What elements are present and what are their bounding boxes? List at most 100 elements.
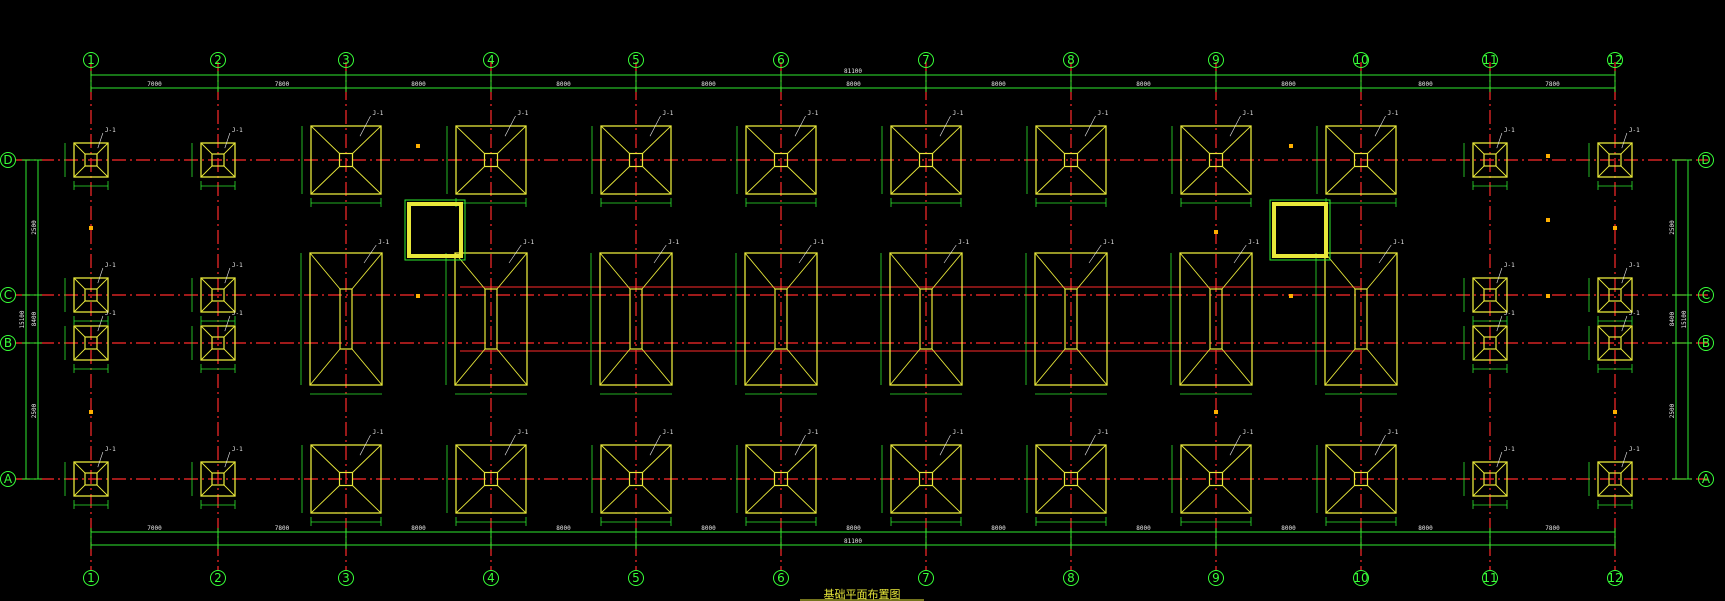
marker	[1214, 410, 1218, 414]
footing-outline	[1472, 142, 1508, 178]
footing-label: J-1	[232, 127, 243, 134]
marker	[1289, 144, 1293, 148]
footing-D10: J-1	[1316, 110, 1399, 207]
footing-slope-line	[1620, 348, 1633, 361]
footing-slope-line	[1597, 300, 1610, 313]
footing-D4: J-1	[446, 110, 529, 207]
footing-slope-line	[1179, 348, 1211, 386]
footing-label: J-1	[105, 127, 116, 134]
footing-slope-line	[1367, 125, 1397, 154]
column-section	[338, 152, 354, 168]
bottom-span-dim: 8000	[1136, 525, 1151, 532]
axis-bubble-5	[628, 570, 644, 586]
bottom-span-dim: 8000	[1418, 525, 1433, 532]
footing-label: J-1	[668, 239, 679, 246]
left-seg-dim: 2500	[31, 403, 38, 418]
left-total-dim: 15100	[19, 310, 26, 328]
footing-D3: J-1	[301, 110, 384, 207]
axis-number-2: 2	[214, 571, 222, 585]
axis-bubble-A	[1698, 471, 1714, 487]
footing-leader	[794, 434, 806, 456]
footing-A9: J-1	[1171, 429, 1254, 526]
footing-slope-line	[889, 348, 921, 386]
footing-slope-line	[496, 252, 528, 290]
footing-slope-line	[1472, 165, 1485, 178]
footing-outline	[600, 444, 672, 514]
footing-slope-line	[745, 166, 775, 195]
footing-leader	[653, 244, 667, 264]
column-section	[211, 472, 225, 486]
axis-bubble-2	[210, 52, 226, 68]
footing-slope-line	[1472, 277, 1485, 290]
footing-slope-line	[1495, 484, 1508, 497]
axis-letter-A: A	[4, 472, 13, 486]
footing-slope-line	[1620, 300, 1633, 313]
footing-slope-line	[352, 166, 382, 195]
axis-letter-A: A	[1702, 472, 1711, 486]
footing-slope-line	[497, 444, 527, 473]
axis-number-10: 10	[1353, 571, 1368, 585]
axis-number-5: 5	[632, 571, 640, 585]
footing-slope-line	[1222, 166, 1252, 195]
footing-slope-line	[787, 125, 817, 154]
footing-slope-line	[352, 485, 382, 514]
footing-outline	[310, 444, 382, 514]
top-span-dim: 8000	[991, 81, 1006, 88]
footing-D1: J-1	[64, 127, 116, 190]
footing-label: J-1	[105, 262, 116, 269]
axis-bubble-10	[1353, 570, 1369, 586]
footing-outline	[310, 125, 382, 195]
combined-footing-8: J-1	[1025, 239, 1114, 395]
footing-leader	[1621, 451, 1628, 468]
footing-slope-line	[1495, 142, 1508, 155]
footing-slope-line	[1077, 444, 1107, 473]
footing-slope-line	[1325, 485, 1355, 514]
column-section	[1208, 471, 1224, 487]
footing-label: J-1	[1103, 239, 1114, 246]
top-span-dim: 7800	[1545, 81, 1560, 88]
footing-leader	[97, 315, 104, 332]
footing-outline	[73, 461, 109, 497]
footing-outline	[1597, 325, 1633, 361]
footing-slope-line	[1034, 252, 1066, 290]
footing-slope-line	[932, 166, 962, 195]
footing-leader	[363, 244, 377, 264]
footing-slope-line	[1620, 142, 1633, 155]
footing-slope-line	[1221, 252, 1253, 290]
footing-outline	[455, 444, 527, 514]
footing-slope-line	[1366, 252, 1398, 290]
axis-letter-B: B	[1702, 336, 1710, 350]
footing-slope-line	[351, 348, 383, 386]
footing-slope-line	[641, 348, 673, 386]
combined-footing-7: J-1	[880, 239, 969, 395]
column-section	[918, 152, 934, 168]
footing-leader	[97, 132, 104, 149]
footing-label: J-1	[232, 262, 243, 269]
footing-slope-line	[1597, 325, 1610, 338]
footing-slope-line	[1077, 166, 1107, 195]
column-section	[628, 152, 644, 168]
footing-slope-line	[787, 444, 817, 473]
footing-label: J-1	[1243, 110, 1254, 117]
footing-leader	[939, 434, 951, 456]
axis-number-7: 7	[922, 53, 930, 67]
footing-A4: J-1	[446, 429, 529, 526]
pit-2	[1269, 199, 1331, 261]
footing-leader	[1496, 315, 1503, 332]
footing-slope-line	[1620, 165, 1633, 178]
footing-leader	[1378, 244, 1392, 264]
marker	[1289, 294, 1293, 298]
right-seg-dim: 2500	[1669, 403, 1676, 418]
bottom-span-dim: 8000	[846, 525, 861, 532]
footing-slope-line	[745, 444, 775, 473]
bottom-span-dim: 7000	[147, 525, 162, 532]
footing-slope-line	[1325, 444, 1355, 473]
footing-slope-line	[73, 348, 86, 361]
marker	[1613, 410, 1617, 414]
footing-slope-line	[497, 125, 527, 154]
footing-slope-line	[787, 485, 817, 514]
footing-slope-line	[599, 348, 631, 386]
footing-slope-line	[96, 325, 109, 338]
footing-outline	[1180, 125, 1252, 195]
